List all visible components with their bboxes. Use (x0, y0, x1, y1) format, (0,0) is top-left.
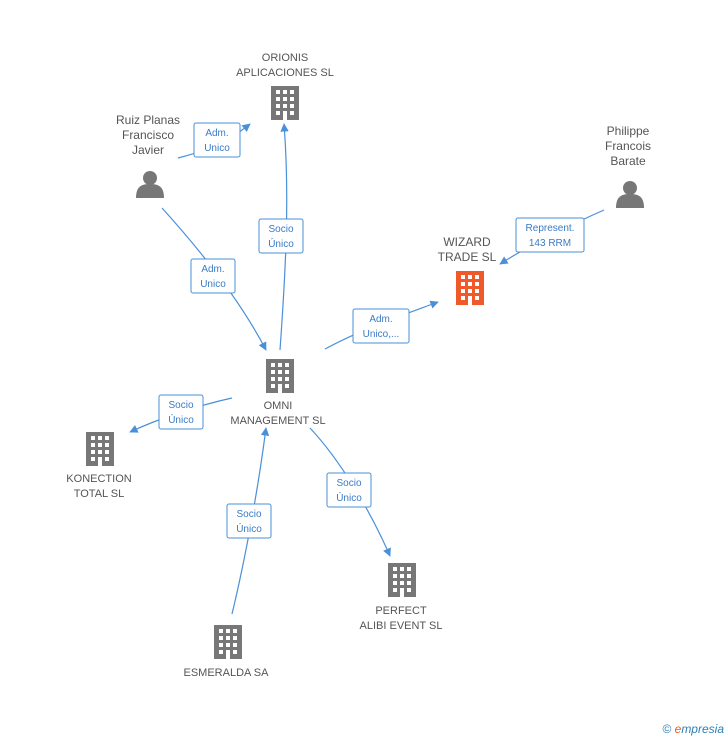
node-esmeralda[interactable]: ESMERALDA SA (184, 625, 270, 679)
edge-label-text: Unico,... (363, 329, 400, 340)
edge-label-text: Socio (236, 509, 261, 520)
person-icon (136, 171, 164, 198)
edge-label-text: Adm. (369, 314, 392, 325)
node-label: Javier (132, 143, 164, 157)
node-omni[interactable]: OMNI MANAGEMENT SL (230, 359, 326, 427)
edge-label-text: Único (268, 237, 294, 250)
node-label: TOTAL SL (74, 488, 125, 500)
node-label: Barate (610, 154, 646, 168)
edge-label-omni-wizard[interactable]: Adm. Unico,... (352, 308, 410, 344)
building-icon (388, 563, 416, 597)
edge-label-text: 143 RRM (529, 238, 571, 249)
edge-label-omni-konection[interactable]: Socio Único (158, 394, 204, 430)
node-wizard[interactable]: WIZARD TRADE SL (438, 235, 497, 305)
node-label: PERFECT (375, 605, 427, 617)
empresia-footer[interactable]: © empresia (662, 722, 724, 736)
building-icon (266, 359, 294, 393)
node-label: Philippe (607, 124, 650, 138)
edge-label-philippe-wizard[interactable]: Represent. 143 RRM (515, 217, 585, 253)
building-icon (456, 271, 484, 305)
edge-label-text: Único (168, 413, 194, 426)
building-icon (214, 625, 242, 659)
edge-label-text: Único (236, 522, 262, 535)
node-label: WIZARD (443, 235, 491, 249)
node-label: KONECTION (66, 473, 131, 485)
edge-label-text: Adm. (205, 128, 228, 139)
building-icon (271, 86, 299, 120)
building-icon (86, 432, 114, 466)
edge-label-ruiz-orionis[interactable]: Adm. Unico (193, 122, 241, 158)
person-icon (616, 181, 644, 208)
node-label: Francisco (122, 128, 174, 142)
edge-label-text: Socio (336, 478, 361, 489)
node-label: APLICACIONES SL (236, 67, 334, 79)
brand-name: mpresia (681, 722, 724, 736)
copyright-icon: © (662, 722, 672, 736)
node-label: ALIBI EVENT SL (360, 620, 443, 632)
node-label: ESMERALDA SA (184, 667, 270, 679)
edge-label-text: Socio (268, 224, 293, 235)
node-label: ORIONIS (262, 52, 308, 64)
node-ruiz[interactable]: Ruiz Planas Francisco Javier (116, 113, 180, 198)
edge-label-omni-orionis[interactable]: Socio Único (258, 218, 304, 254)
edge-label-text: Unico (204, 143, 230, 154)
node-label: Francois (605, 139, 651, 153)
edge-label-text: Socio (168, 400, 193, 411)
edge-label-text: Único (336, 491, 362, 504)
edge-label-text: Adm. (201, 264, 224, 275)
node-label: TRADE SL (438, 250, 497, 264)
edge-label-text: Unico (200, 279, 226, 290)
node-philippe[interactable]: Philippe Francois Barate (605, 124, 651, 208)
node-label: MANAGEMENT SL (230, 415, 325, 427)
edge-label-esmeralda-omni[interactable]: Socio Único (226, 503, 272, 539)
node-orionis[interactable]: ORIONIS APLICACIONES SL (236, 52, 334, 120)
brand-first-letter: e (674, 722, 682, 736)
edge-label-omni-perfect[interactable]: Socio Único (326, 472, 372, 508)
node-perfect[interactable]: PERFECT ALIBI EVENT SL (360, 563, 443, 632)
edge-label-ruiz-omni[interactable]: Adm. Unico (190, 258, 236, 294)
node-label: OMNI (264, 400, 293, 412)
edge-label-text: Represent. (526, 223, 575, 234)
node-konection[interactable]: KONECTION TOTAL SL (66, 432, 132, 500)
node-label: Ruiz Planas (116, 113, 180, 127)
